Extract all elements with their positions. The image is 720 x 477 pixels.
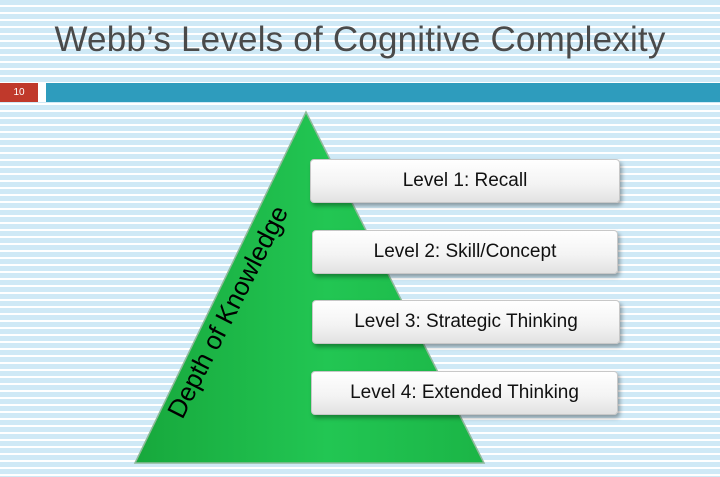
level-4-box: Level 4: Extended Thinking [311,371,618,415]
level-2-box: Level 2: Skill/Concept [312,230,618,274]
slide-number-badge: 10 [0,83,38,102]
level-1-box: Level 1: Recall [310,159,620,203]
level-3-box: Level 3: Strategic Thinking [312,300,620,344]
header-divider-gap [38,83,46,102]
header-accent-bar [46,83,720,102]
slide-title: Webb’s Levels of Cognitive Complexity [54,20,666,59]
